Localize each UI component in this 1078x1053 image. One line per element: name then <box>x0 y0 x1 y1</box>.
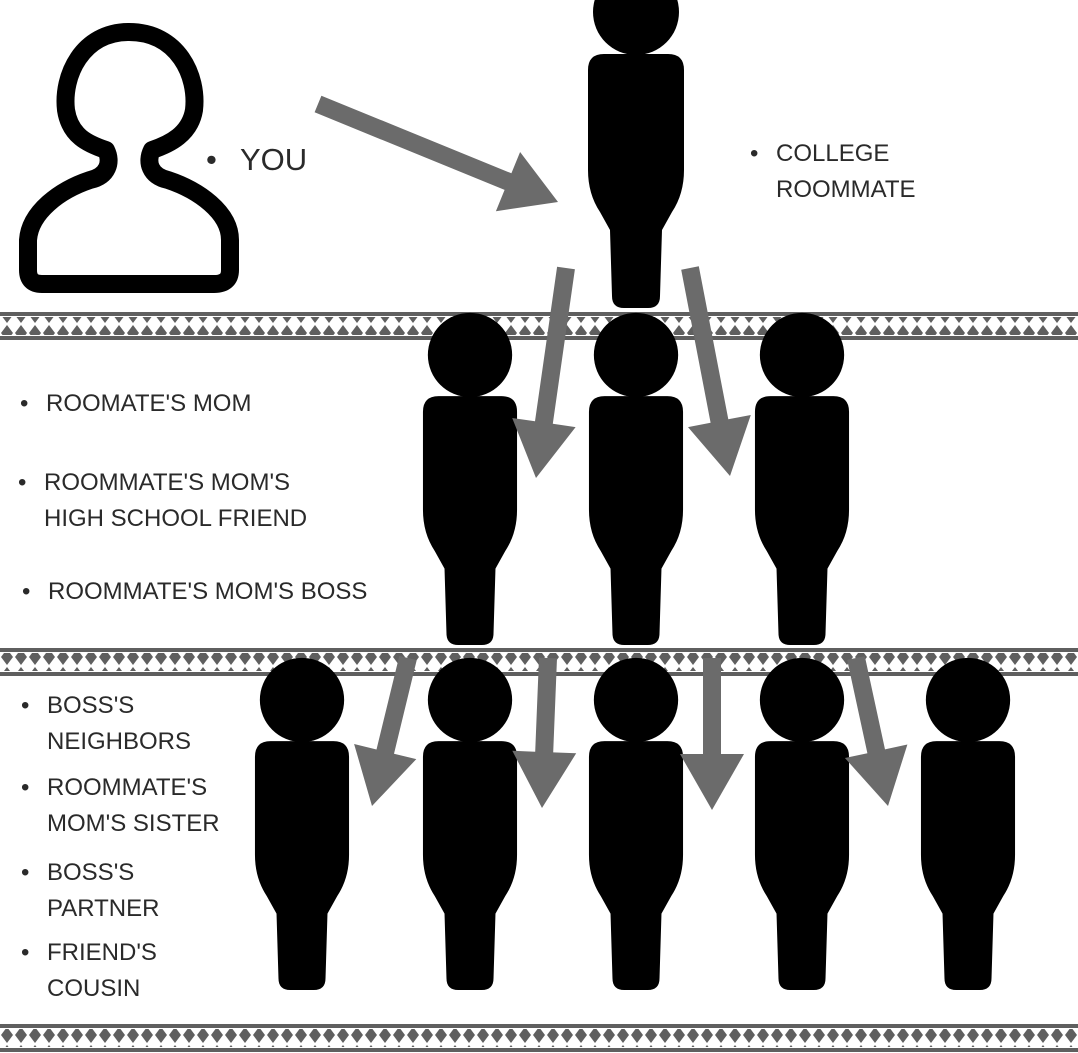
moms-sister-line-1: ROOMMATE'S <box>47 774 208 801</box>
label-moms-boss: • ROOMMATE'S MOM'S BOSS <box>22 574 368 610</box>
person-icon-level3-3 <box>588 657 684 991</box>
person-icon-level3-5 <box>920 657 1016 991</box>
label-college-roommate: • COLLEGE ROOMMATE <box>750 136 916 208</box>
moms-boss-line-1: ROOMMATE'S MOM'S BOSS <box>48 578 368 605</box>
arrow-roommate-to-boss <box>681 266 751 476</box>
arrow-you-to-roommate <box>314 95 558 212</box>
person-icon-level3-1 <box>254 657 350 991</box>
arrow-level2-to-level3-4 <box>844 656 908 806</box>
label-moms-sister: • ROOMMATE'S MOM'S SISTER <box>21 770 220 842</box>
moms-friend-line-1: ROOMMATE'S MOM'S <box>44 469 291 496</box>
boss-neighbors-line-1: BOSS'S <box>47 692 135 719</box>
person-icon-level2-2 <box>588 312 684 646</box>
label-moms-high-school-friend: • ROOMMATE'S MOM'S HIGH SCHOOL FRIEND <box>18 465 308 537</box>
divider-band-1 <box>0 312 1078 340</box>
person-icon-level3-4 <box>754 657 850 991</box>
label-roomates-mom: • ROOMATE'S MOM <box>20 386 252 422</box>
label-friends-cousin: • FRIEND'S COUSIN <box>21 935 157 1007</box>
boss-partner-line-2: PARTNER <box>47 895 160 922</box>
person-icon-college-roommate <box>588 0 684 308</box>
moms-friend-line-2: HIGH SCHOOL FRIEND <box>44 505 308 532</box>
arrow-level2-to-level3-3 <box>680 658 744 810</box>
arrow-roommate-to-mom <box>512 266 576 478</box>
college-roommate-line-2: ROOMMATE <box>776 176 916 203</box>
moms-sister-line-2: MOM'S SISTER <box>47 810 220 837</box>
person-icon-level2-3 <box>754 312 850 646</box>
label-you: • YOU <box>206 142 308 177</box>
you-label: YOU <box>240 142 308 177</box>
arrow-level2-to-level3-1 <box>354 655 417 806</box>
boss-partner-line-1: BOSS'S <box>47 859 135 886</box>
friends-cousin-line-2: COUSIN <box>47 975 141 1002</box>
person-icon-level3-2 <box>422 657 518 991</box>
roomates-mom-line-1: ROOMATE'S MOM <box>46 390 252 417</box>
arrow-level2-to-level3-2 <box>512 657 577 808</box>
college-roommate-line-1: COLLEGE <box>776 140 890 167</box>
label-boss-neighbors: • BOSS'S NEIGHBORS <box>21 688 192 760</box>
label-boss-partner: • BOSS'S PARTNER <box>21 855 160 927</box>
divider-band-3 <box>0 1024 1078 1052</box>
friends-cousin-line-1: FRIEND'S <box>47 939 157 966</box>
boss-neighbors-line-2: NEIGHBORS <box>47 728 192 755</box>
person-icon-level2-1 <box>422 312 518 646</box>
person-outline-icon <box>19 23 239 293</box>
